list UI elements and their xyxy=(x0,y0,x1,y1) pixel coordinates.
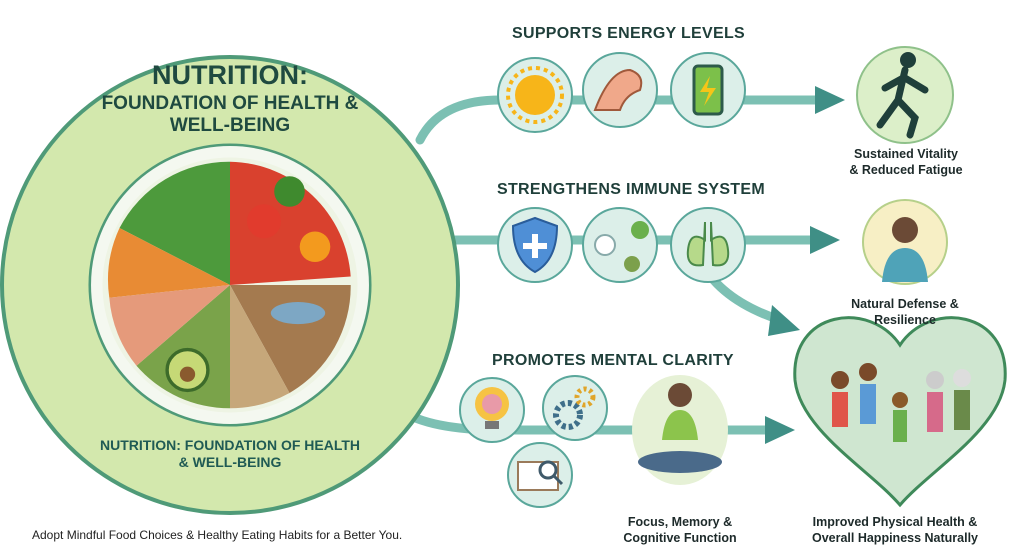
gears-icon xyxy=(542,375,608,441)
energy-icons xyxy=(497,52,746,133)
result-energy: Sustained Vitality & Reduced Fatigue xyxy=(849,147,963,177)
brain-lightbulb-icon xyxy=(459,377,525,443)
heading-immune: STRENGTHENS IMMUNE SYSTEM xyxy=(497,181,765,198)
carrots-section xyxy=(108,228,230,298)
glowing-person-icon xyxy=(862,199,948,285)
battery-icon xyxy=(670,52,746,128)
mental-icons xyxy=(459,375,608,508)
sun-icon xyxy=(497,57,573,133)
result-mental: Focus, Memory & Cognitive Function xyxy=(623,515,737,545)
meditating-person-icon xyxy=(632,375,728,485)
book-magnifier-icon xyxy=(507,442,573,508)
heading-mental: PROMOTES MENTAL CLARITY xyxy=(492,352,734,369)
runner-icon xyxy=(856,46,954,144)
shield-icon xyxy=(497,207,573,283)
salmon-quinoa-section xyxy=(109,285,230,366)
immune-cells-icon xyxy=(582,207,658,283)
family-heart-icon xyxy=(793,316,1007,508)
bottom-ring-title: NUTRITION: FOUNDATION OF HEALTH & WELL-B… xyxy=(100,437,361,470)
title-line2: FOUNDATION OF HEALTH & WELL-BEING xyxy=(101,93,359,136)
lungs-icon xyxy=(670,207,746,283)
arrow-heads xyxy=(765,86,845,444)
flexed-arm-icon xyxy=(582,52,658,128)
leafy-greens-section xyxy=(119,161,230,285)
title-line1: NUTRITION: xyxy=(152,60,308,90)
result-immune: Natural Defense & Resilience xyxy=(851,297,959,327)
plate-sections xyxy=(108,161,351,409)
final-result: Improved Physical Health & Overall Happi… xyxy=(811,515,979,545)
immune-icons xyxy=(497,207,746,283)
footer-tagline: Adopt Mindful Food Choices & Healthy Eat… xyxy=(32,528,403,542)
heading-energy: SUPPORTS ENERGY LEVELS xyxy=(512,25,746,42)
nutrition-plate-emblem xyxy=(0,55,460,515)
grains-section xyxy=(230,285,290,409)
